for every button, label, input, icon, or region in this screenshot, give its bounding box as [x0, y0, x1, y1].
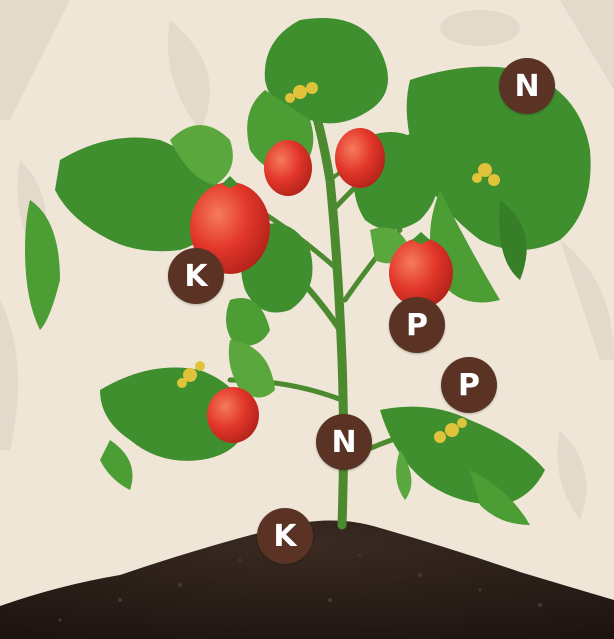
nutrient-badge-k: K: [257, 508, 313, 564]
tomato-fruit: [207, 387, 259, 443]
nutrient-badge-p: P: [389, 297, 445, 353]
nutrient-badge-label: P: [406, 308, 428, 343]
nutrient-badge-k: K: [168, 248, 224, 304]
nutrient-badge-label: K: [184, 259, 207, 294]
nutrient-badge-label: N: [514, 69, 539, 104]
tomato-fruit: [335, 128, 385, 188]
nutrient-badge-label: K: [273, 519, 296, 554]
nutrient-badge-p: P: [441, 357, 497, 413]
tomato-fruit: [264, 140, 312, 196]
nutrient-badge-label: P: [458, 368, 480, 403]
nutrient-badge-label: N: [331, 425, 356, 460]
nutrient-badge-n: N: [316, 414, 372, 470]
nutrient-badge-n: N: [499, 58, 555, 114]
